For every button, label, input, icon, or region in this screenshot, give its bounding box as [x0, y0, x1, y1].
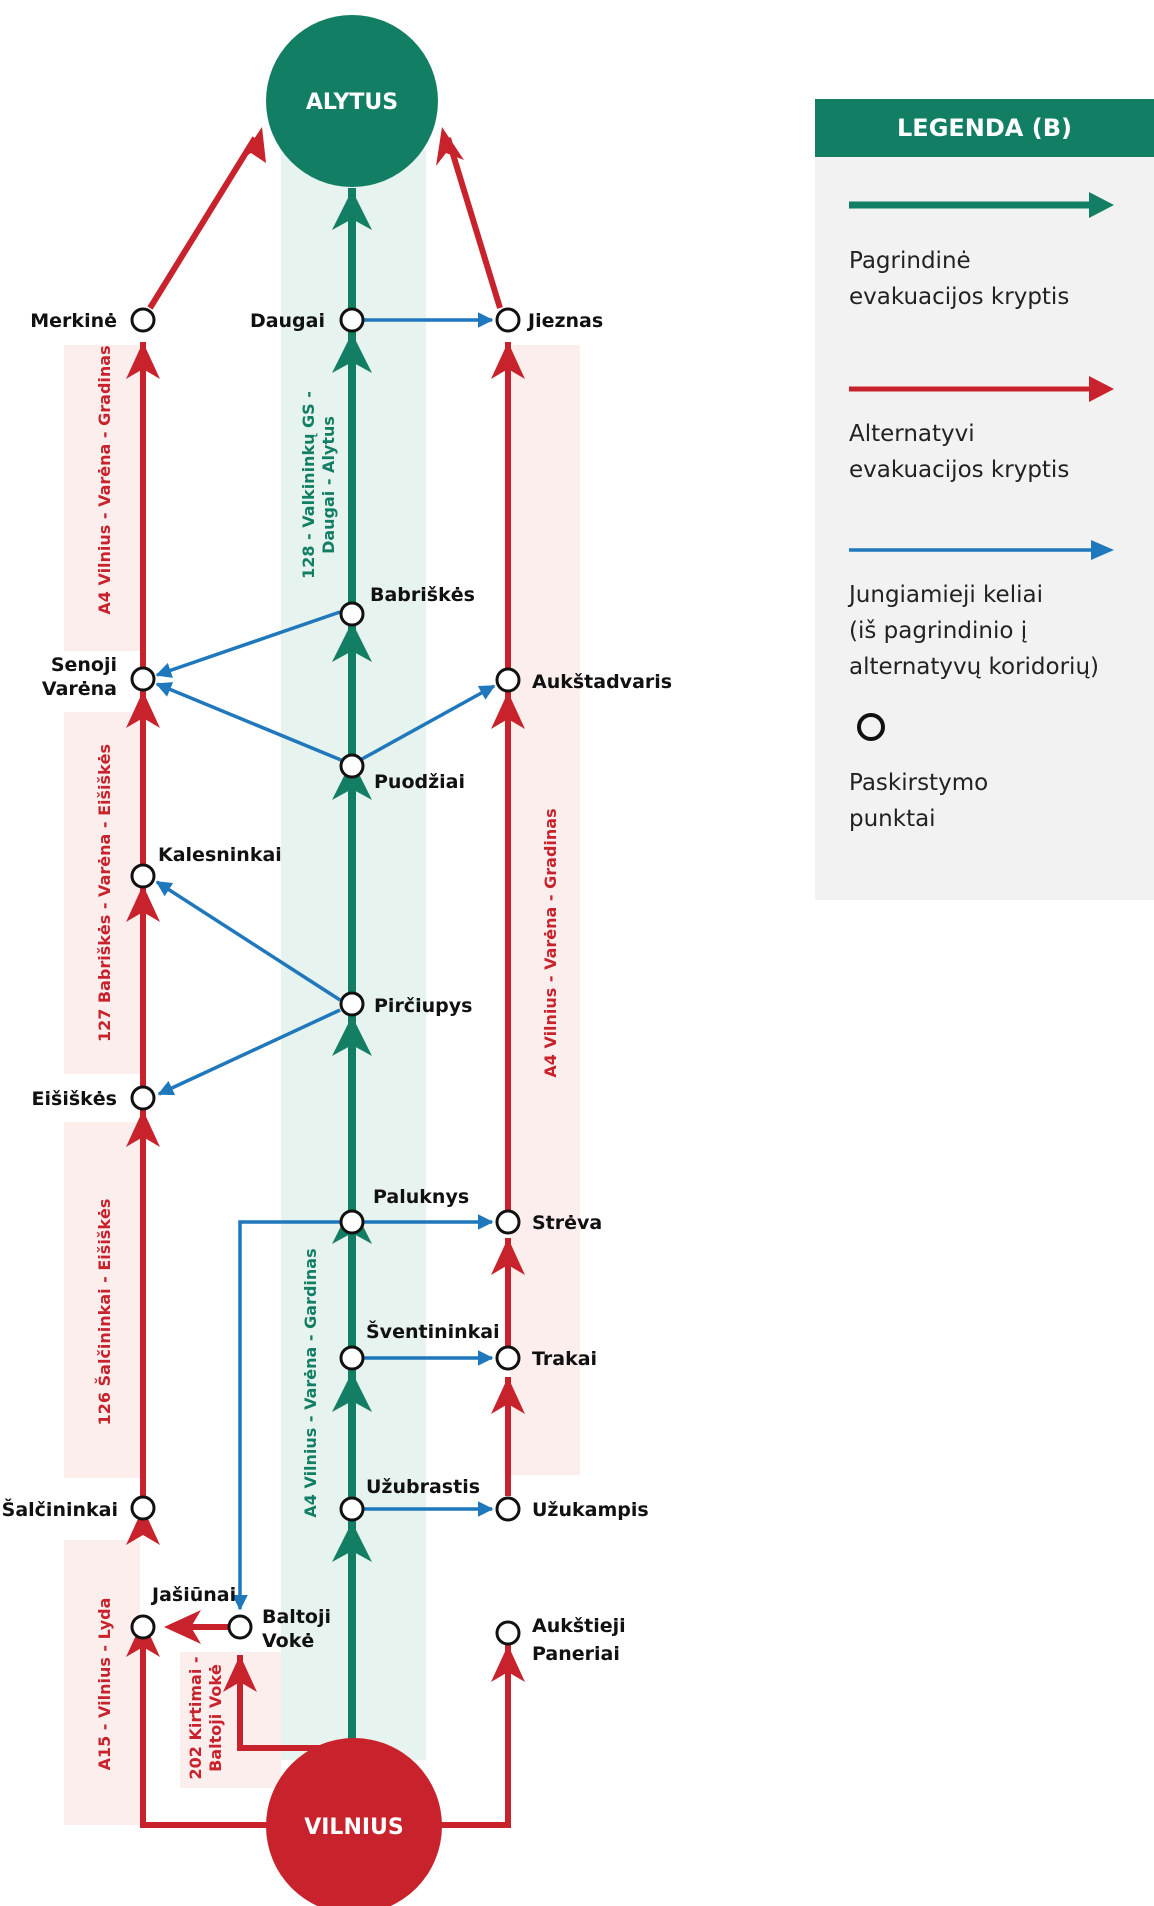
label-voke: Vokė	[262, 1630, 314, 1652]
node-streva	[495, 1209, 521, 1235]
node-babriskes	[339, 601, 365, 627]
node-sventininkai	[339, 1345, 365, 1371]
legend-node-line1: Paskirstymo	[849, 770, 989, 796]
node-jieznas	[495, 307, 521, 333]
node-trakai	[495, 1345, 521, 1371]
road-label-a4-center: A4 Vilnius - Varėna - Gardinas	[301, 1248, 320, 1517]
road-label-a4-right: A4 Vilnius - Varėna - Gradinas	[541, 808, 560, 1077]
connector-roads	[155, 312, 496, 1611]
alytus-city	[266, 15, 438, 187]
legend-main-text: Pagrindinė evakuacijos kryptis	[849, 243, 1069, 315]
node-auksteji-paneriai	[495, 1620, 521, 1646]
band-127	[64, 712, 140, 1074]
legend-main-arrow	[849, 192, 1114, 218]
legend-alt-text: Alternatyvi evakuacijos kryptis	[849, 416, 1069, 488]
vilnius-city	[266, 1738, 442, 1906]
road-label-a15: A15 - Vilnius - Lyda	[95, 1598, 114, 1771]
label-senoji: Senoji	[51, 654, 117, 676]
node-uzukampis	[495, 1496, 521, 1522]
label-jieznas: Jieznas	[526, 310, 603, 332]
road-label-128-line2: Daugai - Alytus	[319, 416, 338, 554]
label-paluknys: Paluknys	[373, 1186, 469, 1208]
label-babriskes: Babriškės	[370, 584, 475, 606]
label-salcininkai: Šalčininkai	[2, 1497, 118, 1521]
node-paluknys	[339, 1209, 365, 1235]
legend-connector-line1: Jungiamieji keliai	[849, 582, 1043, 608]
label-jasiunai: Jašiūnai	[150, 1584, 236, 1606]
legend-connector-arrow	[849, 540, 1114, 560]
road-label-a4-left: A4 Vilnius - Varėna - Gradinas	[95, 345, 114, 614]
label-paneriai: Paneriai	[532, 1643, 620, 1665]
label-merkine: Merkinė	[30, 310, 117, 332]
label-pirciupys: Pirčiupys	[374, 995, 472, 1017]
node-jasiunai	[130, 1614, 156, 1640]
legend-main-line2: evakuacijos kryptis	[849, 284, 1070, 310]
evacuation-diagram: ALYTUS VILNIUS Merkinė Daugai Jieznas Ba…	[2, 15, 672, 1906]
road-label-126: 126 Šalčininkai - Eišiškės	[95, 1199, 114, 1426]
label-uzukampis: Užukampis	[532, 1499, 649, 1521]
legend-node-text: Paskirstymo punktai	[849, 765, 988, 837]
legend-connector-text: Jungiamieji keliai (iš pagrindinio į alt…	[849, 577, 1099, 685]
legend-connector-line3: alternatyvų koridorių)	[849, 654, 1099, 680]
node-salcininkai	[130, 1495, 156, 1521]
alternative-arrowheads	[126, 127, 525, 1692]
legend-alt-arrow	[849, 376, 1114, 402]
label-aukstadvaris: Aukštadvaris	[532, 671, 672, 693]
node-pirciupys	[339, 991, 365, 1017]
legend-panel: LEGENDA (B) Pagrindinė evakuacijos krypt…	[815, 99, 1154, 900]
band-a15	[64, 1540, 140, 1825]
node-merkine	[130, 307, 156, 333]
node-aukstadvaris	[495, 667, 521, 693]
node-kalesninkai	[130, 863, 156, 889]
legend-main-line1: Pagrindinė	[849, 248, 971, 274]
label-aukstieji: Aukštieji	[532, 1615, 626, 1637]
node-senoji-varena	[130, 666, 156, 692]
label-sventininkai: Šventininkai	[366, 1319, 500, 1343]
label-daugai: Daugai	[250, 310, 325, 332]
band-a4-right	[510, 345, 580, 1475]
legend-node-line2: punktai	[849, 806, 936, 832]
legend-connector-line2: (iš pagrindinio į	[849, 618, 1028, 644]
road-label-202-line1: 202 Kirtimai -	[186, 1656, 205, 1779]
node-uzubrastis	[339, 1496, 365, 1522]
legend-node-symbol	[857, 713, 885, 741]
label-uzubrastis: Užubrastis	[366, 1476, 480, 1498]
road-label-128-line1: 128 - Valkininkų GS -	[299, 391, 318, 579]
node-daugai	[339, 307, 365, 333]
label-baltoji: Baltoji	[262, 1606, 331, 1628]
label-varena: Varėna	[42, 678, 117, 700]
legend-alt-line1: Alternatyvi	[849, 421, 975, 447]
node-baltoji-voke	[227, 1614, 253, 1640]
band-a4-left	[64, 345, 140, 651]
node-eisiskes	[130, 1085, 156, 1111]
band-202	[180, 1652, 281, 1788]
alytus-label: ALYTUS	[306, 90, 398, 115]
vilnius-label: VILNIUS	[304, 1815, 404, 1840]
label-streva: Strėva	[532, 1212, 602, 1234]
label-kalesninkai: Kalesninkai	[158, 844, 282, 866]
legend-alt-line2: evakuacijos kryptis	[849, 457, 1070, 483]
label-eisiskes: Eišiškės	[32, 1088, 117, 1110]
band-126	[64, 1122, 140, 1478]
label-trakai: Trakai	[532, 1348, 597, 1370]
road-label-202-line2: Baltoji Vokė	[206, 1664, 225, 1772]
distribution-points	[130, 307, 521, 1646]
node-puodziai	[339, 753, 365, 779]
label-puodziai: Puodžiai	[374, 771, 465, 793]
legend-title: LEGENDA (B)	[815, 99, 1154, 157]
road-label-127: 127 Babriškės - Varėna - Eišiškės	[95, 744, 114, 1042]
